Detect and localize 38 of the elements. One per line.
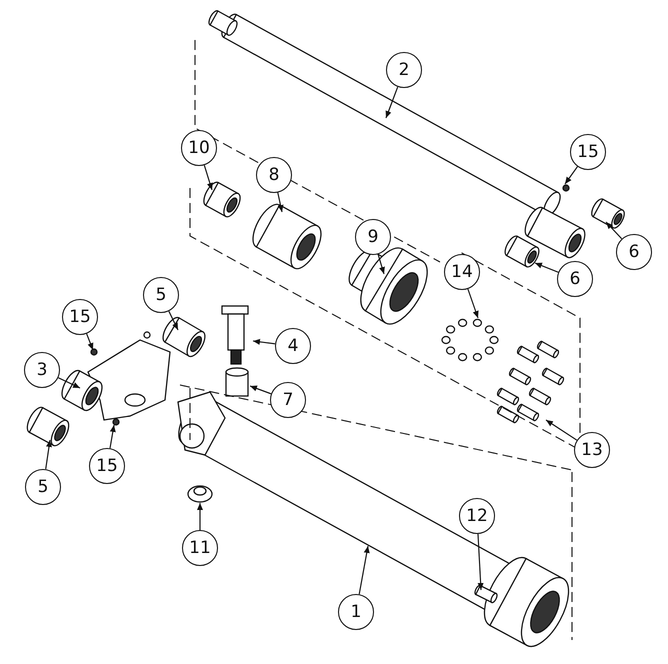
callout-number: 5 — [143, 277, 179, 313]
callout-number: 2 — [386, 52, 422, 88]
leader-line — [277, 192, 284, 212]
leader-line — [467, 288, 479, 318]
leader-line — [534, 262, 558, 273]
leader-line — [45, 440, 52, 470]
callout-number: 15 — [62, 299, 98, 335]
leader-line — [477, 534, 484, 590]
callout-number: 10 — [181, 130, 217, 166]
leader-line — [109, 424, 116, 448]
callout-number: 11 — [182, 530, 218, 566]
callout-number: 4 — [275, 328, 311, 364]
callout-number: 6 — [616, 234, 652, 270]
callout-number: 6 — [557, 261, 593, 297]
leader-line — [606, 222, 622, 240]
leader-line — [197, 503, 203, 530]
leader-line — [168, 310, 178, 330]
callout-number: 15 — [570, 134, 606, 170]
leader-line — [358, 546, 370, 594]
leader-line — [204, 165, 213, 190]
leader-line — [58, 377, 80, 388]
callout-number: 5 — [25, 469, 61, 505]
callout-number: 15 — [89, 448, 125, 484]
leader-line — [86, 334, 94, 350]
callout-number: 13 — [574, 432, 610, 468]
callout-number: 12 — [459, 498, 495, 534]
leader-line — [252, 338, 276, 345]
callout-number: 8 — [256, 157, 292, 193]
callout-number: 1 — [338, 594, 374, 630]
leader-line — [378, 254, 385, 274]
callout-number: 14 — [444, 254, 480, 290]
leader-line — [385, 86, 398, 118]
callout-number: 7 — [270, 382, 306, 418]
leader-line — [250, 385, 272, 394]
callout-number: 9 — [355, 219, 391, 255]
leader-line — [564, 166, 578, 184]
leader-line — [546, 420, 578, 441]
callout-number: 3 — [24, 352, 60, 388]
